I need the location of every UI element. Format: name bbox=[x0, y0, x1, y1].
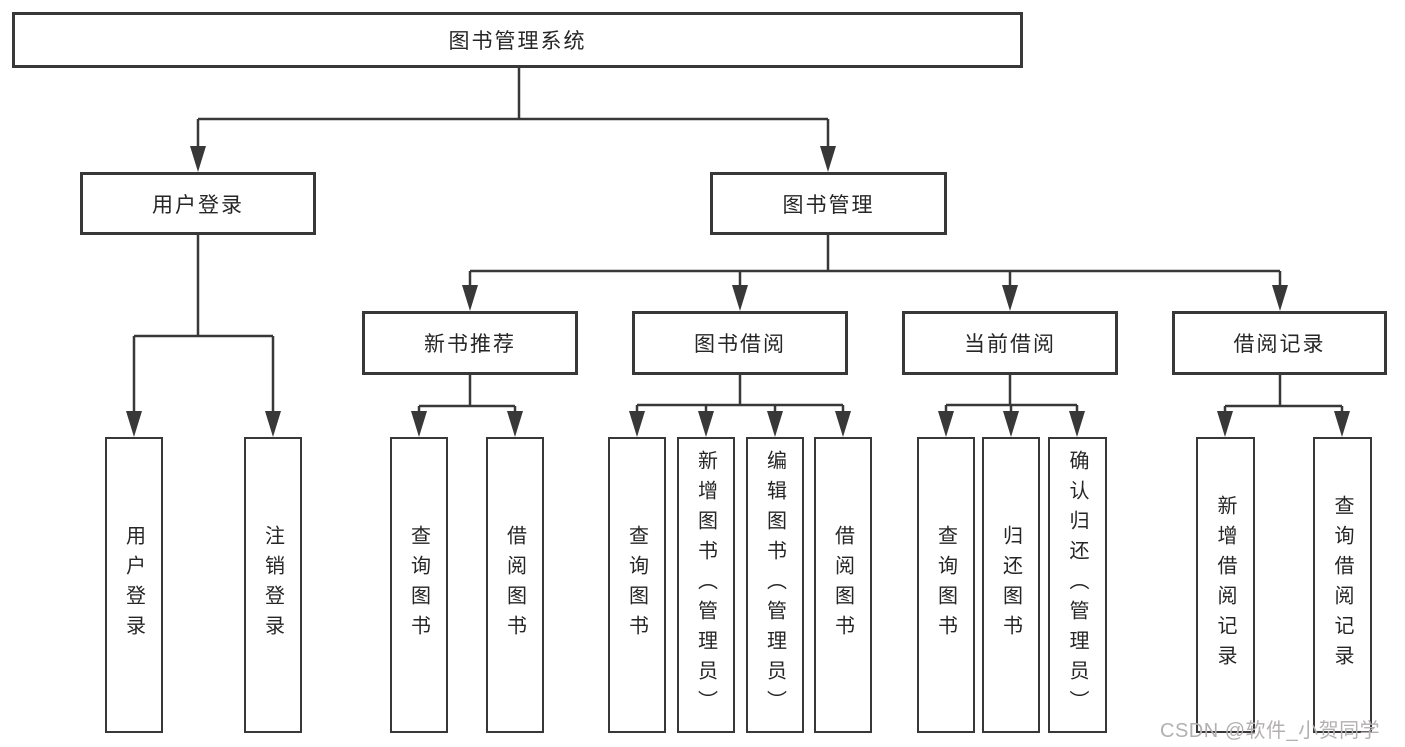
leaf-borrow-books-recommend: 借阅图书 bbox=[486, 437, 544, 733]
node-book-borrow: 图书借阅 bbox=[632, 311, 848, 375]
leaf-add-borrow-record: 新增借阅记录 bbox=[1196, 437, 1255, 733]
connector-user-login bbox=[132, 235, 275, 413]
leaf-query-books-borrow: 查询图书 bbox=[608, 437, 666, 733]
leaf-edit-book-admin: 编辑图书（管理员） bbox=[746, 437, 804, 733]
connector-new-book bbox=[417, 375, 517, 413]
leaf-query-books-recommend: 查询图书 bbox=[390, 437, 448, 733]
node-book-management: 图书管理 bbox=[710, 172, 947, 235]
leaf-return-book: 归还图书 bbox=[982, 437, 1040, 733]
leaf-confirm-return-admin: 确认归还（管理员） bbox=[1048, 437, 1107, 733]
connector-borrow-records bbox=[1223, 375, 1344, 413]
node-borrow-records: 借阅记录 bbox=[1172, 311, 1387, 375]
leaf-user-login: 用户登录 bbox=[105, 437, 163, 733]
node-current-borrow: 当前借阅 bbox=[902, 311, 1118, 375]
leaf-query-books-current: 查询图书 bbox=[917, 437, 975, 733]
connector-book-borrow bbox=[635, 375, 845, 413]
node-user-login: 用户登录 bbox=[80, 172, 316, 235]
leaf-logout: 注销登录 bbox=[244, 437, 302, 733]
node-new-book-recommend: 新书推荐 bbox=[362, 311, 578, 375]
connector-current-borrow bbox=[944, 375, 1079, 413]
leaf-borrow-books: 借阅图书 bbox=[814, 437, 872, 733]
node-root: 图书管理系统 bbox=[12, 12, 1023, 68]
leaf-add-book-admin: 新增图书（管理员） bbox=[677, 437, 735, 733]
leaf-query-borrow-record: 查询借阅记录 bbox=[1313, 437, 1372, 733]
connector-book-management bbox=[468, 235, 1282, 287]
connector-root bbox=[196, 68, 830, 147]
csdn-watermark: CSDN @软件_小贺同学 bbox=[1160, 720, 1381, 742]
arrowheads bbox=[126, 146, 1350, 437]
